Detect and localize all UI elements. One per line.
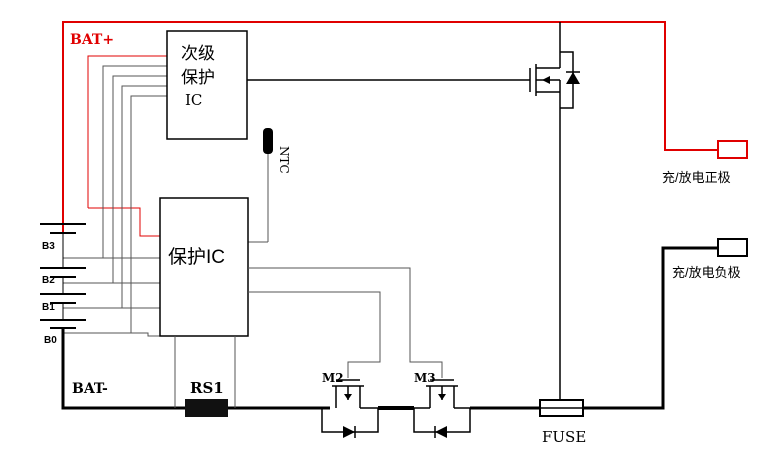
protection-ic bbox=[159, 197, 249, 337]
secondary-ic-label-line3: IC bbox=[185, 91, 202, 109]
bat-minus-label: BAT- bbox=[72, 381, 108, 397]
fuse-label: FUSE bbox=[542, 428, 586, 446]
m3-body-diode-icon bbox=[435, 426, 447, 438]
m3-mosfet bbox=[413, 379, 471, 433]
secondary-ic-label-line1: 次级 bbox=[181, 44, 215, 63]
m3-label: M3 bbox=[414, 371, 436, 385]
secondary-protection-ic bbox=[166, 30, 248, 140]
m2-body-diode-icon bbox=[343, 426, 355, 438]
m2-label: M2 bbox=[322, 371, 344, 385]
b3-label: B3 bbox=[42, 241, 55, 252]
top-mosfet bbox=[529, 22, 574, 408]
b1-label: B1 bbox=[42, 302, 55, 313]
rs1-label: RS1 bbox=[190, 379, 224, 397]
b0-label: B0 bbox=[44, 335, 57, 346]
bat-minus-wire bbox=[61, 246, 718, 410]
rs1-sense-wires bbox=[174, 336, 236, 408]
battery-stack bbox=[40, 223, 86, 329]
charge-negative-label: 充/放电负极 bbox=[672, 265, 741, 280]
protect-ic-red-sense-line bbox=[88, 207, 160, 237]
charge-positive-label: 充/放电正极 bbox=[662, 170, 731, 185]
bat-plus-label: BAT+ bbox=[70, 32, 114, 48]
bat-plus-wire bbox=[62, 21, 718, 233]
charge-negative-terminal bbox=[717, 238, 748, 257]
protection-ic-label: 保护IC bbox=[168, 246, 225, 268]
protect-ic-sense-wires bbox=[63, 257, 160, 337]
m2-arrow-icon bbox=[344, 394, 352, 400]
m3-arrow-icon bbox=[438, 394, 446, 400]
top-body-diode-icon bbox=[566, 72, 580, 84]
secondary-ic-red-sense-line bbox=[87, 55, 167, 208]
rs1-resistor bbox=[185, 399, 228, 417]
secondary-ic-sense-wires bbox=[102, 65, 167, 333]
secondary-ic-label-line2: 保护 bbox=[181, 68, 215, 87]
top-mosfet-arrow-icon bbox=[542, 76, 550, 84]
m2-mosfet bbox=[321, 379, 379, 433]
charge-positive-terminal bbox=[717, 140, 748, 159]
ntc-label: NTC bbox=[277, 146, 291, 174]
ntc-thermistor-icon bbox=[263, 128, 273, 154]
b2-label: B2 bbox=[42, 275, 55, 286]
mosfet-gate-wires bbox=[248, 267, 443, 378]
